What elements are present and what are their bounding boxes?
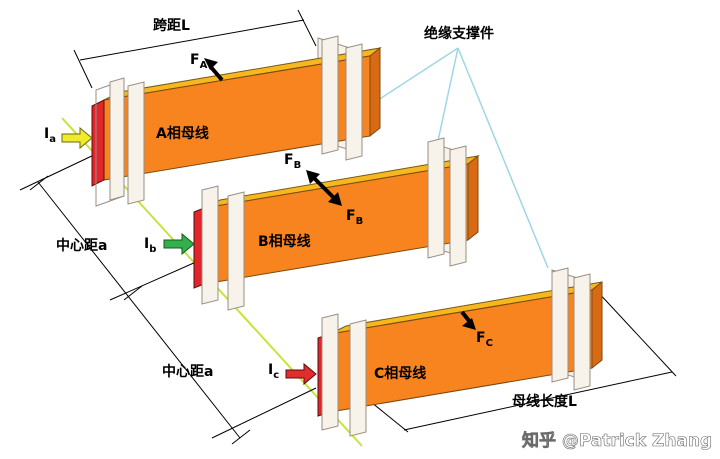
busbar-b-end-right (467, 154, 479, 242)
current-arrow-c-shape (285, 362, 317, 386)
force-label-a: FA (190, 52, 208, 71)
span-label: 跨距L (153, 18, 190, 34)
watermark: 知乎 @Patrick Zhang (521, 430, 712, 451)
busbar-b (193, 137, 480, 311)
busbar-c (317, 267, 603, 437)
current-label-c: Ic (268, 362, 279, 381)
force-label-b-up: FB (284, 152, 301, 171)
insulator-a-far-post-left (321, 35, 339, 155)
current-arrow-c (285, 362, 317, 386)
insulator-leader-lines (371, 47, 549, 269)
busbar-b-label: B相母线 (258, 233, 311, 250)
current-arrow-a (61, 126, 93, 150)
busbar-c-label: C相母线 (374, 365, 426, 382)
center-distance-label-2: 中心距a (162, 363, 213, 380)
force-label-b-down: FB (346, 208, 363, 227)
bus-length-label: 母线长度L (512, 393, 577, 410)
force-arrow-b (306, 170, 342, 206)
busbar-a-label: A相母线 (156, 125, 209, 142)
center-distance-label-1: 中心距a (56, 237, 107, 254)
busbar-c-end-right (591, 280, 603, 370)
span-dimension (73, 9, 317, 89)
busbar-a-end-left (91, 99, 105, 187)
insulator-c-far-post-left (551, 267, 569, 383)
current-arrow-b-shape (163, 232, 195, 256)
center-distance-dimension (19, 153, 317, 445)
insulator-b-near-post-left (201, 185, 219, 305)
current-arrow-a-shape (61, 126, 93, 150)
insulator-a-near-post-right (127, 81, 145, 205)
force-arrow-c (460, 310, 476, 330)
insulator-c-far-post-right (573, 273, 591, 391)
insulator-b-near-post-right (227, 191, 245, 311)
insulator-c-near-post-right (349, 319, 367, 437)
force-label-c: FC (476, 330, 493, 349)
insulator-a-near-post-left (109, 77, 125, 201)
insulator-b-far-post-right (449, 145, 467, 267)
insulator-a-far-post-right (345, 43, 363, 161)
insulator-label: 绝缘支撑件 (424, 25, 494, 42)
force-arrow-a (204, 58, 224, 82)
insulator-b-far-post-left (427, 137, 445, 259)
current-arrow-b (163, 232, 195, 256)
current-label-a: Ia (44, 126, 56, 145)
insulator-c-near-post-left (321, 313, 339, 431)
busbar-a-end-right (369, 46, 381, 138)
busbar-a (91, 35, 382, 207)
current-label-b: Ib (144, 236, 156, 255)
